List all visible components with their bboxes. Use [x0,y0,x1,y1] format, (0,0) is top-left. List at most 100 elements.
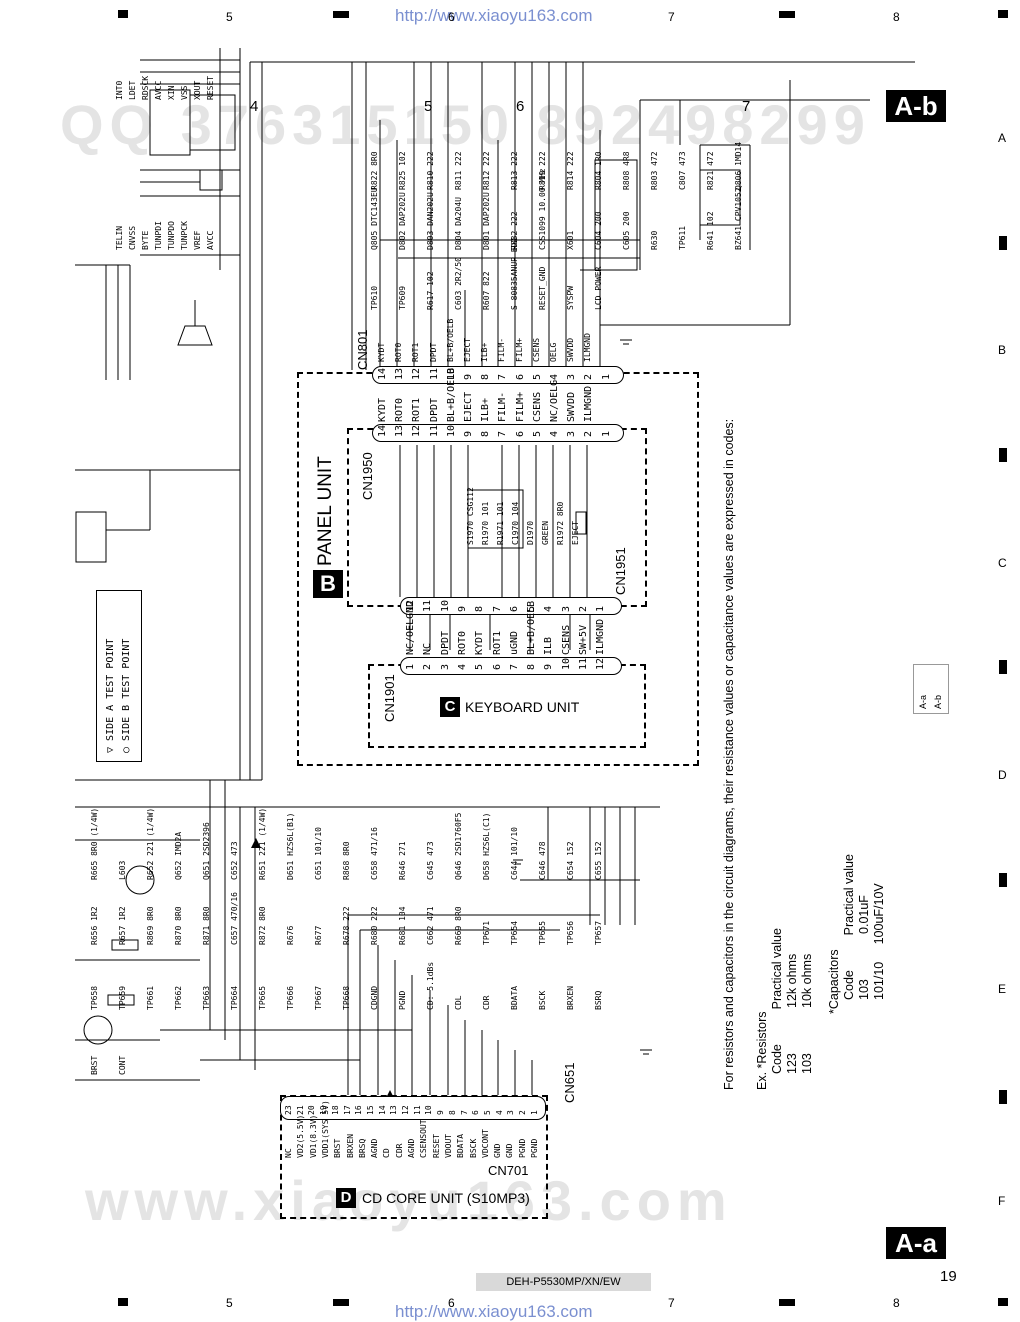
pin-signal: DPDT [428,397,440,422]
component-label: R803 472 [650,151,659,190]
pin-number: 7 [497,373,509,380]
reg-mark [999,1090,1007,1104]
component-label: CD: 5.1dBs [426,961,435,1010]
component-label: S-80835ANUP-EDZ [510,237,519,310]
pin-number: 9 [463,373,474,380]
component-label: R1972 8R0 [556,501,565,545]
pin-number: 7 [491,605,503,612]
component-label: TP611 [678,225,687,250]
pin-number: 4 [494,1110,504,1115]
signal-label: INT0 [115,80,124,100]
pin-signal: VD2(5.5V) [296,1114,306,1158]
component-label: TP659 [118,985,127,1010]
pin-number: 17 [342,1105,352,1115]
component-label: TP662 [174,985,183,1010]
pin-number: 10 [560,657,572,670]
pin-signal: VDCONT [480,1129,490,1158]
pin-signal: ILMGND [583,385,595,422]
pin-number: 10 [439,599,451,612]
footer-url[interactable]: http://www.xiaoyu163.com [395,1302,593,1321]
component-label: C605 200 [622,211,631,250]
pin-signal: SWVDD [566,337,576,362]
pin-number: 5 [531,373,543,380]
sheet-tag-top: A-b [886,90,946,122]
pin-number: 8 [480,430,492,437]
pin-signal: BL+B/OELB [445,318,455,362]
pin-number: 6 [508,605,520,612]
pin-number: 2 [583,373,595,380]
component-label: CDR [482,995,491,1010]
notes-ex: Ex. *Resistors [755,1011,769,1091]
pin-number: 1 [600,373,612,380]
component-label: R810 222 [426,151,435,190]
pin-number: 13 [394,367,406,380]
pin-number: 4 [549,430,560,437]
pin-signal: BL+B/OELB [526,600,538,655]
component-label: D658 HZS6L(C1) [482,812,491,880]
cn701-label: CN701 [488,1163,529,1178]
component-label: R872 8R0 [258,906,267,945]
component-label: D1970 [526,520,535,545]
component-label: TP655 [538,920,547,945]
header-url[interactable]: http://www.xiaoyu163.com [395,6,593,25]
reg-mark [333,11,349,18]
pin-signal: FILM- [497,337,507,362]
component-label: TP610 [370,285,379,310]
component-label: R812 222 [482,151,491,190]
pin-number: 15 [365,1105,375,1115]
component-label: R646 271 [398,841,407,880]
grid-number-7: 7 [742,98,751,115]
signal-label: XOUT [193,80,202,100]
pin-signal: SW+5V [578,624,589,655]
component-label: C644 101/10 [510,827,519,880]
pin-number: 16 [354,1105,364,1115]
notes-res-head: Code Practical value [770,928,784,1074]
component-label: Q646 2SD1760F5 [454,812,463,880]
signal-label: TUNPDI [154,221,163,250]
cdcore-unit-letter: D [336,1188,356,1208]
row-letter-a: A [998,131,1007,145]
pin-number: 18 [330,1105,340,1115]
row-letter-e: E [998,982,1007,996]
cn1901-connector [400,657,622,675]
pin-number: 1 [405,663,416,670]
reg-mark [779,11,795,18]
component-label: R681 104 [398,906,407,945]
sheet-tag-bottom: A-a [886,1227,946,1259]
pin-number: 6 [514,373,526,380]
pin-signal: GND [493,1143,503,1158]
grid-number-5: 5 [424,98,433,115]
component-label: R811 222 [454,151,463,190]
pin-number: 9 [436,1110,446,1115]
component-label: C658 471/16 [370,827,379,880]
component-label: C645 473 [426,841,435,880]
pin-signal: CSENS [531,337,541,362]
component-label: D803 DAN202U [426,192,435,250]
component-label: R651 221 (1/4W) [258,807,267,880]
pin-signal: CSENS [560,624,572,655]
page-number: 19 [940,1268,957,1285]
pin-signal: KYDT [377,397,388,422]
component-label: TP609 [398,285,407,310]
signal-label: AVCC [206,230,215,250]
pin-signal: AGND [407,1138,416,1158]
pin-signal: EJECT [463,337,472,362]
component-label: R870 8R0 [174,906,183,945]
signal-label: VSS [180,85,189,100]
pin-signal: BSCK [468,1138,478,1158]
pin-signal: ROT1 [411,342,421,362]
component-label: C657 470/16 [230,892,239,945]
pin-number: 3 [566,430,578,437]
pin-signal: CSENS [531,391,543,422]
pin-number: 3 [560,605,572,612]
reg-mark [333,1299,349,1306]
component-label: R869 8R0 [146,906,155,945]
pin-number: 11 [428,367,440,380]
pin-number: 5 [474,663,486,670]
pin-number: 14 [377,367,388,380]
col-number-5: 5 [226,10,233,24]
pin-signal: ROT1 [411,397,423,422]
pin-number: 12 [411,367,423,380]
reg-mark [999,448,1007,462]
component-label: R617 102 [426,271,435,310]
